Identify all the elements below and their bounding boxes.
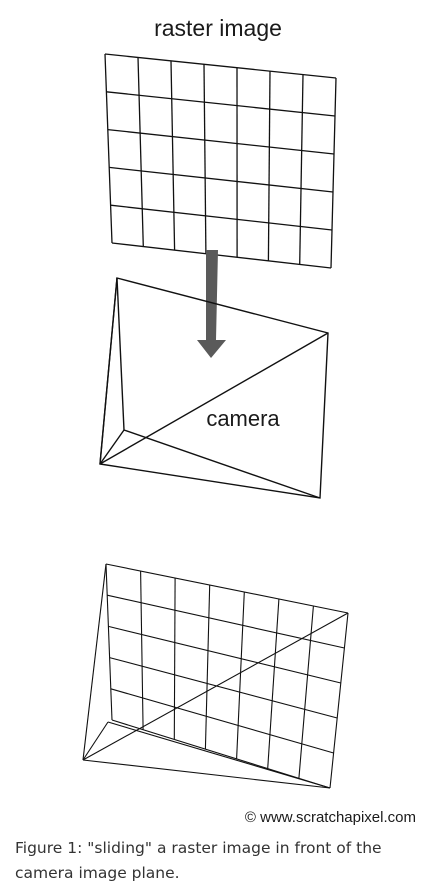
grid-column-line [267,71,271,261]
grid-row-line [105,563,349,614]
grid-column-line [173,577,176,740]
figure-caption: Figure 1: "sliding" a raster image in fr… [15,839,382,882]
grid-row-line [109,166,334,193]
grid-row-line [110,688,334,754]
grid-column-line [104,53,113,244]
grid-column-line [140,570,144,730]
camera-frustum [99,277,329,499]
grid-column-line [299,74,304,265]
raster-grid-top [104,53,337,269]
slide-arrow [197,250,226,358]
grid-row-line [111,242,332,269]
grid-row-line [110,204,333,231]
grid-row-line [104,53,337,79]
grid-row-line [107,594,345,649]
grid-row-line [109,657,338,719]
grid-column-line [203,64,207,254]
grid-column-line [105,563,113,721]
grid-column-line [267,598,280,769]
grid-column-line [137,57,144,247]
raster-image-title: raster image [154,15,282,41]
camera-with-raster [82,563,349,789]
grid-row-line [107,128,335,155]
grid-column-line [236,591,245,759]
grid-row-line [106,91,336,117]
grid-column-line [330,77,337,269]
credit-text: © www.scratchapixel.com [245,809,416,826]
grid-column-line [204,584,211,750]
grid-row-line [108,625,341,684]
camera-label: camera [206,406,280,431]
grid-column-line [298,605,314,779]
grid-column-line [170,60,176,251]
grid-column-line [329,612,349,789]
